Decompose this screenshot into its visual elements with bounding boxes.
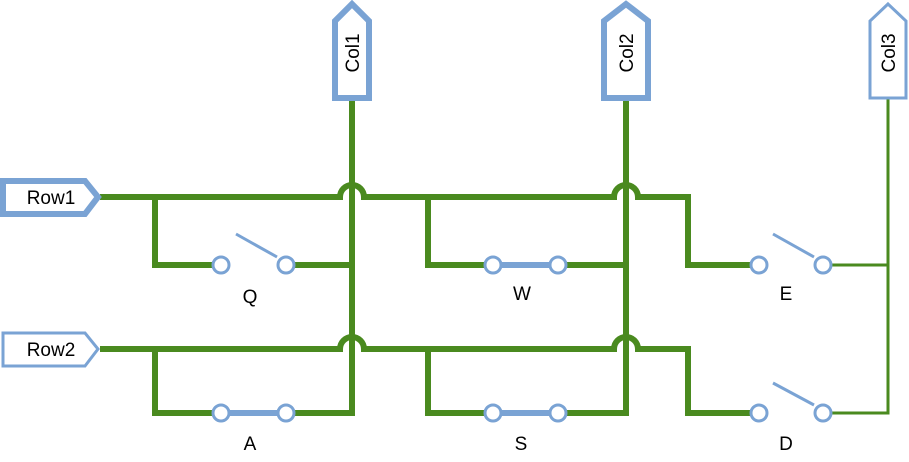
key-label-e: E [780, 284, 793, 305]
col1-wire [294, 98, 355, 416]
switch-e-right-terminal [813, 255, 833, 275]
port-col2-flag [601, 0, 651, 101]
switch-q-right-terminal [276, 255, 296, 275]
port-col2-label: Col2 [617, 33, 638, 72]
switch-a-left-terminal [211, 403, 231, 423]
port-col2: Col2 [601, 0, 651, 101]
switch-d [749, 381, 833, 423]
switch-w-right-terminal [548, 255, 568, 275]
col2-wire [566, 98, 629, 416]
key-label-w: W [513, 284, 531, 305]
port-col1: Col1 [332, 0, 372, 101]
switch-e [749, 232, 833, 275]
switch-s [483, 403, 568, 423]
port-col1-label: Col1 [343, 33, 364, 72]
port-row2-label: Row2 [27, 340, 76, 361]
switch-s-right-terminal [548, 403, 568, 423]
switch-s-left-terminal [483, 403, 503, 423]
key-label-q: Q [243, 287, 258, 308]
switch-d-left-terminal [749, 403, 769, 423]
row1-w-branch-wire [425, 197, 485, 268]
port-col3-flag [868, 1, 908, 100]
switch-e-lever [772, 232, 815, 259]
port-col1-flag [332, 0, 372, 101]
switch-w-left-terminal [483, 255, 503, 275]
port-row1: Row1 [0, 178, 102, 217]
switch-q-left-terminal [211, 255, 231, 275]
switch-w [483, 255, 568, 275]
port-row2: Row2 [1, 331, 100, 368]
switch-q-lever [235, 232, 278, 259]
key-label-s: S [515, 434, 528, 455]
row1-bus-wire [100, 182, 753, 268]
port-col3: Col3 [868, 1, 908, 100]
switch-d-right-terminal [813, 403, 833, 423]
row2-s-branch-wire [425, 349, 485, 416]
key-label-a: A [244, 434, 257, 455]
switch-e-left-terminal [749, 255, 769, 275]
port-col3-label: Col3 [879, 33, 900, 72]
switch-a-right-terminal [276, 403, 296, 423]
row1-q-branch-wire [152, 197, 212, 268]
row2-bus-wire [100, 334, 753, 416]
row2-a-branch-wire [152, 349, 212, 416]
port-row1-label: Row1 [27, 188, 76, 209]
port-row2-flag [1, 331, 100, 368]
key-label-d: D [779, 434, 793, 455]
col3-wire [830, 98, 890, 415]
switch-q [211, 232, 296, 275]
switch-d-lever [772, 381, 815, 407]
port-row1-flag [0, 178, 102, 217]
switch-a [211, 403, 296, 423]
